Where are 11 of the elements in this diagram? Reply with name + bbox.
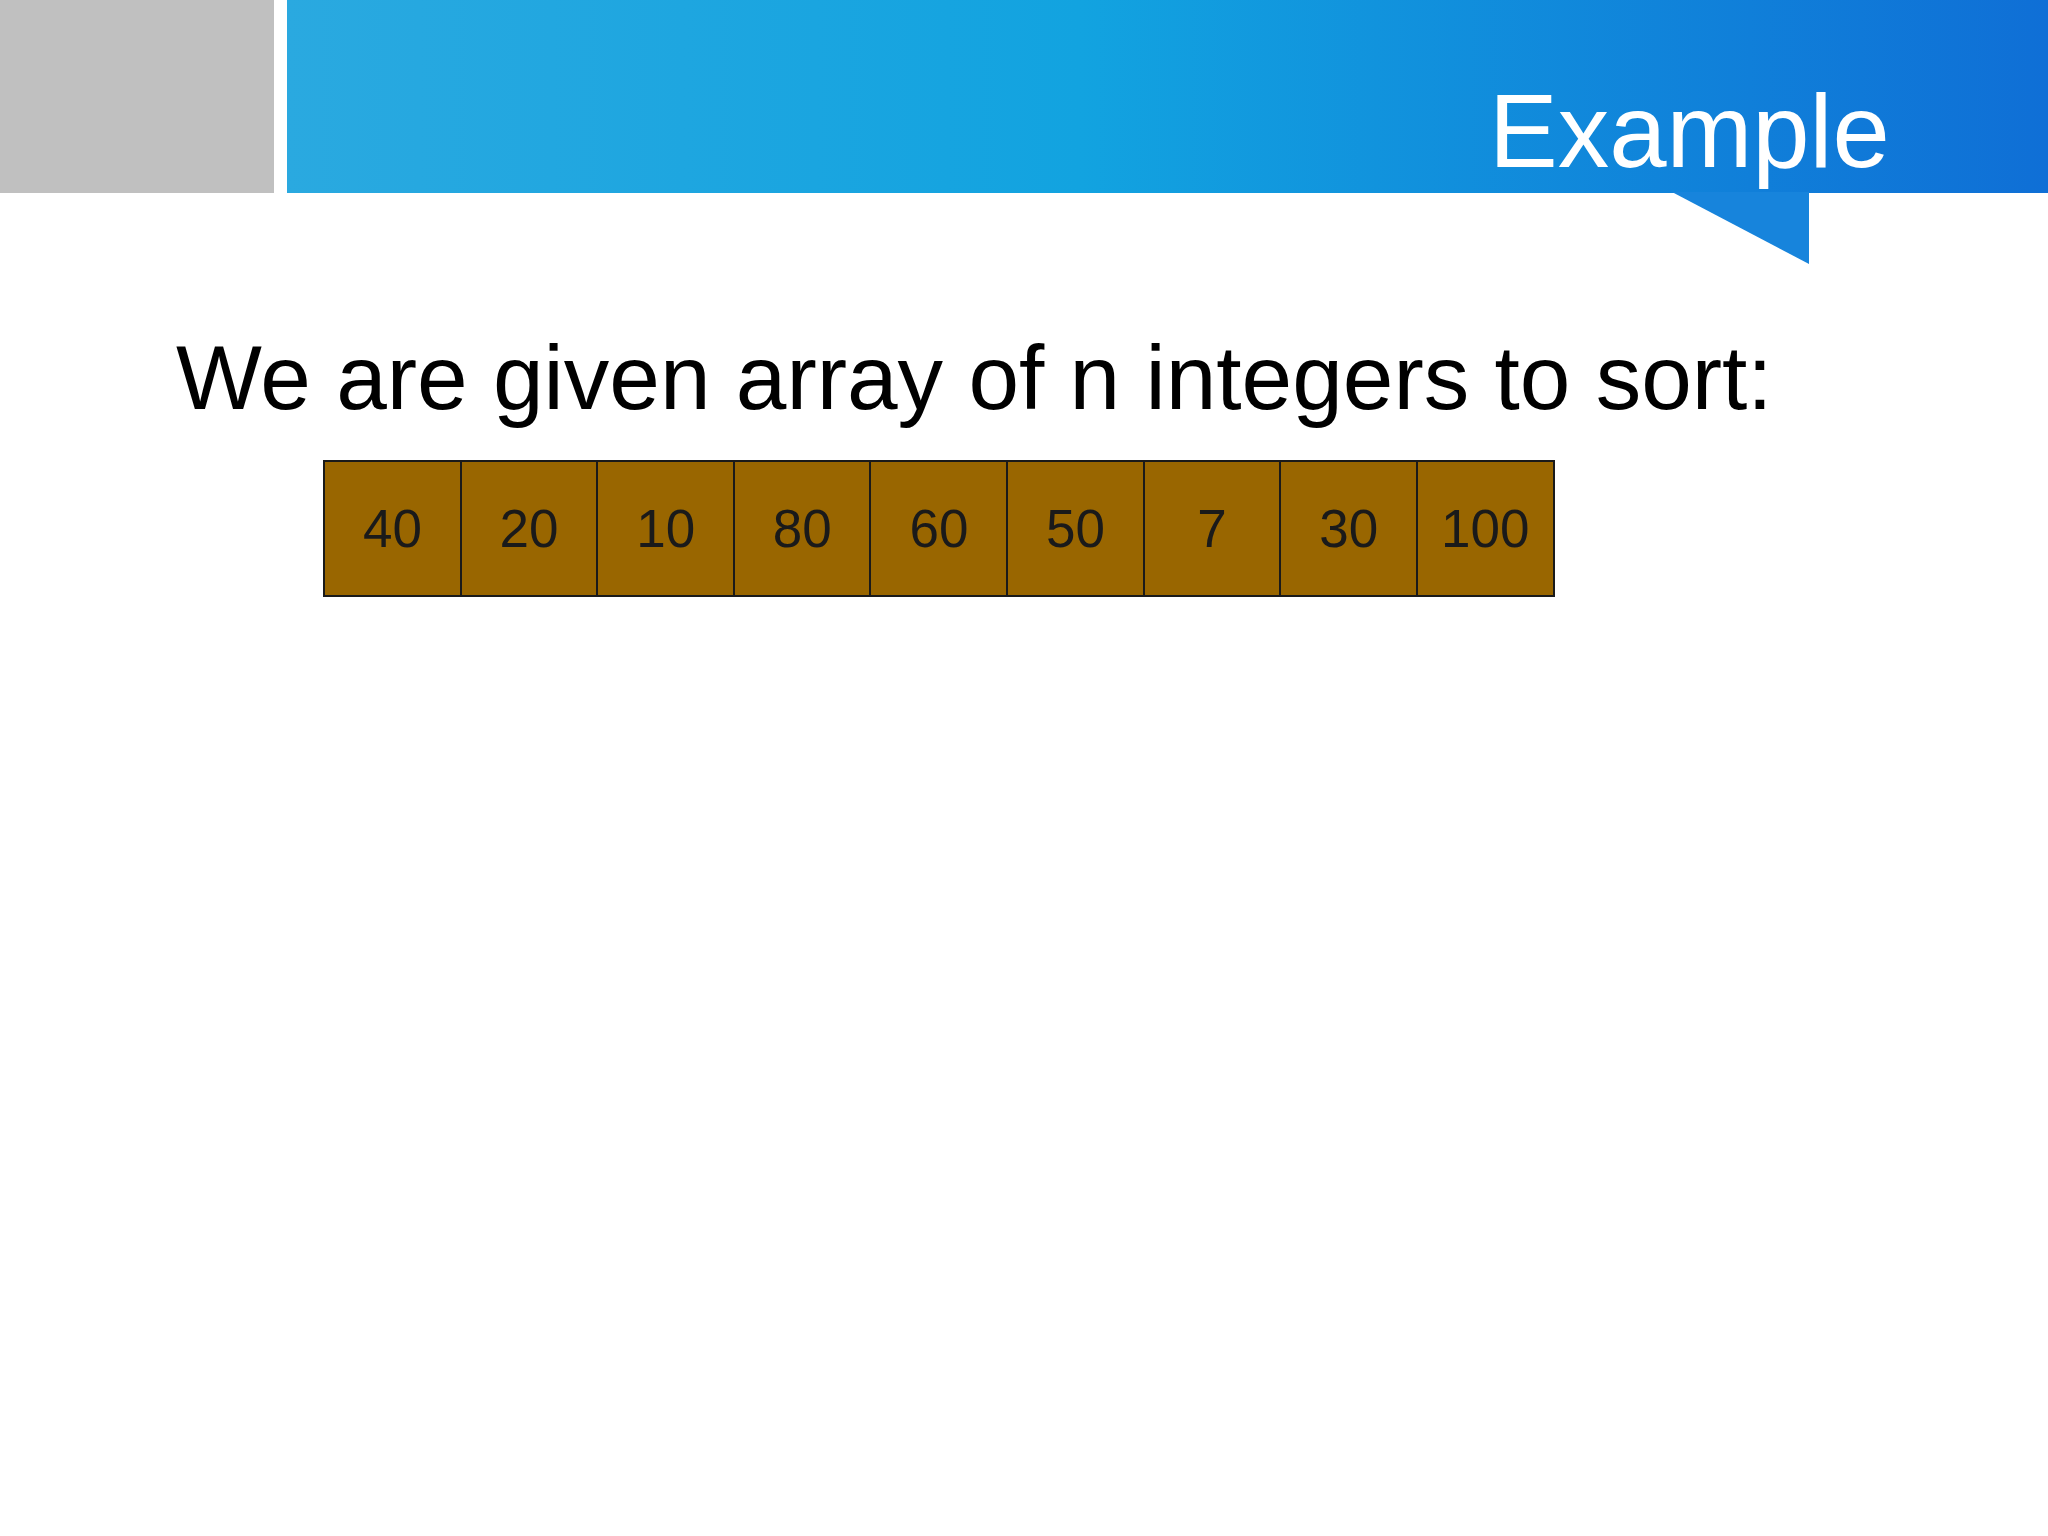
array-cell: 7 bbox=[1142, 460, 1282, 597]
array-cell: 40 bbox=[323, 460, 462, 597]
array-cell: 80 bbox=[732, 460, 872, 597]
array-cell: 20 bbox=[459, 460, 599, 597]
array-cell: 60 bbox=[869, 460, 1009, 597]
array-cell: 100 bbox=[1415, 460, 1555, 597]
slide-title: Example bbox=[1489, 73, 1890, 191]
intro-sentence: We are given array of n integers to sort: bbox=[176, 326, 1773, 430]
array-cell: 50 bbox=[1006, 460, 1145, 597]
array-cell: 10 bbox=[596, 460, 736, 597]
array-cell: 30 bbox=[1279, 460, 1419, 597]
